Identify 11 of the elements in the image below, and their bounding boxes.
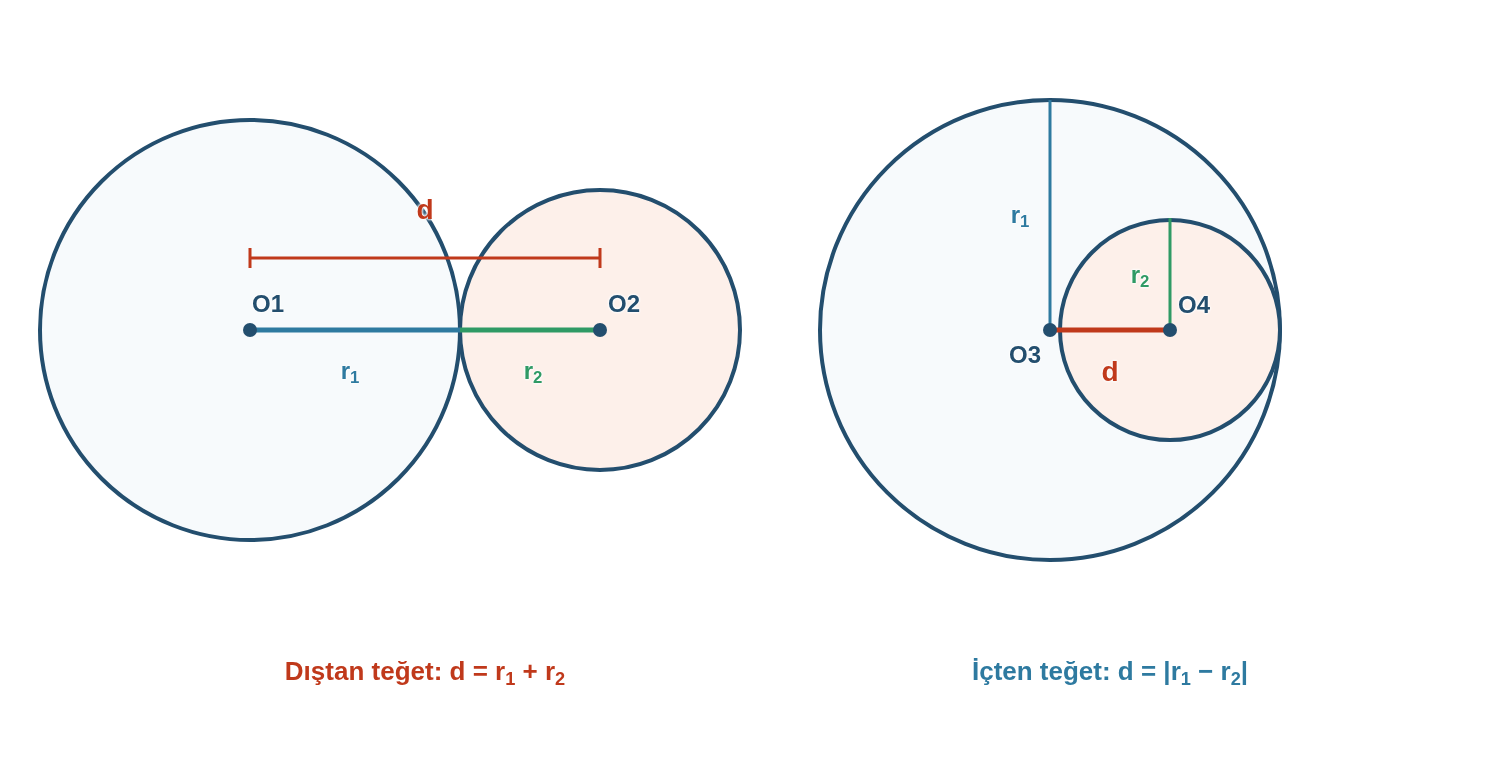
math-label: O3	[1009, 343, 1041, 367]
math-label: O1	[252, 292, 284, 316]
math-label: O4	[1178, 293, 1210, 317]
formula-caption: İçten teğet: d = |r$_{1}$ − r$_{2}$|	[971, 658, 1249, 688]
math-label: r$_{1}$	[340, 359, 360, 387]
formula-caption: Dıştan teğet: d = r$_{1}$ + r$_{2}$	[284, 658, 566, 688]
math-label: d	[1101, 358, 1119, 386]
math-label: r$_{1}$	[1010, 203, 1030, 231]
math-label: r$_{2}$	[523, 359, 543, 387]
math-label: r$_{2}$	[1130, 263, 1150, 291]
math-label: O2	[608, 292, 640, 316]
